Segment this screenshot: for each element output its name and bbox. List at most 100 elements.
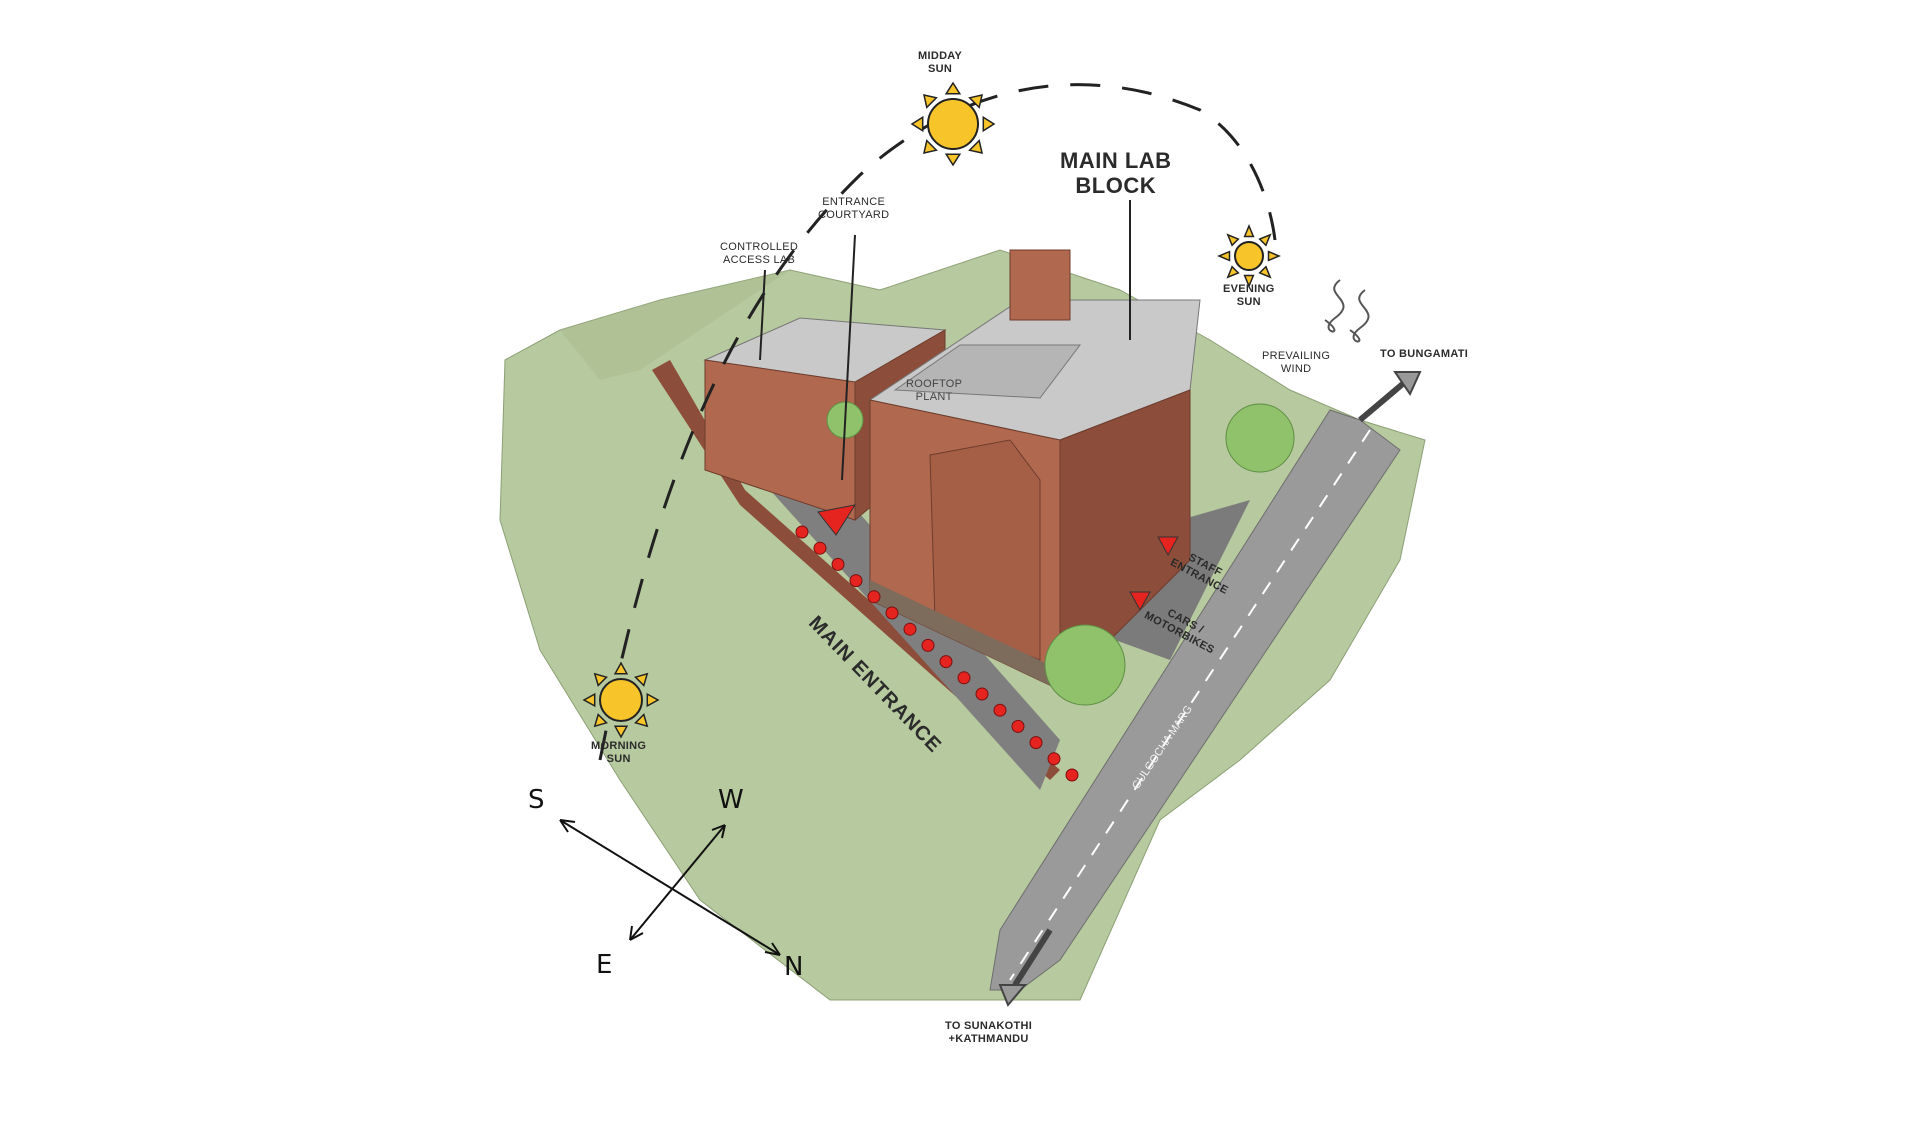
- midday-sun-label: MIDDAY SUN: [918, 50, 962, 75]
- route-marker: [903, 622, 917, 636]
- controlled-access-label-line1: CONTROLLED: [720, 241, 799, 253]
- rooftop-plant-label: ROOFTOP PLANT: [906, 378, 962, 403]
- tree: [1225, 403, 1295, 473]
- entrance-route-markers: [795, 525, 1079, 782]
- sun-ray: [634, 713, 649, 728]
- sun-ray: [634, 672, 649, 687]
- sun-ray: [968, 94, 983, 109]
- stone-base: [870, 580, 1060, 690]
- rooftop-plant: [893, 344, 1082, 399]
- route-marker: [957, 671, 971, 685]
- sun-ray: [646, 692, 660, 708]
- sun-ray: [1258, 265, 1272, 279]
- sun-disc: [927, 98, 979, 150]
- evening-sun-label-line1: EVENING: [1223, 283, 1275, 295]
- route-marker: [993, 703, 1007, 717]
- route-marker: [921, 638, 935, 652]
- compass-w: W: [718, 785, 744, 815]
- entrance-courtyard-label: ENTRANCE COURTYARD: [818, 196, 889, 221]
- evening-sun-label: EVENING SUN: [1223, 283, 1275, 308]
- main-lab-label-line2: BLOCK: [1075, 173, 1157, 199]
- wind-label-line1: PREVAILING: [1262, 350, 1331, 362]
- main-lab-block: [868, 249, 1201, 692]
- tree: [1044, 624, 1126, 706]
- sun-ray: [923, 94, 938, 109]
- arrow-to-sunakothi-head: [998, 984, 1028, 1007]
- sun-ray: [1217, 250, 1231, 262]
- route-marker: [975, 687, 989, 701]
- route-marker: [849, 574, 863, 588]
- sun-ray: [944, 153, 962, 167]
- midday-sun-label-line1: MIDDAY: [918, 50, 963, 62]
- morning-sun-label: MORNING SUN: [591, 740, 646, 765]
- sun-ray: [923, 139, 938, 154]
- lab1-side: [1059, 389, 1191, 692]
- compass-e: E: [596, 950, 613, 980]
- arrow-to-bungamati: [1358, 379, 1407, 423]
- entrance-tower: [929, 439, 1041, 661]
- staff-entry-marker: [1157, 536, 1179, 557]
- leader-courtyard: [841, 234, 856, 481]
- courtyard-label-line2: COURTYARD: [818, 208, 890, 221]
- to-sunakothi-label-line2: +KATHMANDU: [948, 1032, 1029, 1045]
- car-entry-marker: [1129, 591, 1151, 612]
- main-lab-label-line1: MAIN LAB: [1060, 148, 1172, 173]
- sun-disc: [599, 678, 643, 722]
- sun-ray: [982, 115, 996, 133]
- sun-ray: [944, 81, 962, 95]
- rooftop-plant-label-line2: PLANT: [915, 390, 953, 403]
- compass-rose: [559, 819, 781, 956]
- sun-ray: [1267, 250, 1281, 262]
- midday-sun: [910, 81, 996, 167]
- to-bungamati-label: TO BUNGAMATI: [1380, 348, 1469, 360]
- wind-label-line2: WIND: [1280, 362, 1312, 375]
- arrow-to-bungamati-head: [1393, 371, 1422, 397]
- route-marker: [813, 541, 827, 555]
- sun-ray: [1243, 274, 1255, 288]
- to-sunakothi-label: TO SUNAKOTHI +KATHMANDU: [945, 1020, 1032, 1045]
- route-marker: [1065, 768, 1079, 782]
- compass-n: N: [784, 952, 804, 982]
- to-sunakothi-label-line1: TO SUNAKOTHI: [945, 1020, 1033, 1032]
- wind-arrow: [1324, 279, 1345, 333]
- route-marker: [1011, 719, 1025, 733]
- sun-disc: [1234, 241, 1264, 271]
- rooftop-plant-label-line1: ROOFTOP: [906, 378, 963, 390]
- route-marker: [885, 606, 899, 620]
- controlled-access-lab-label: CONTROLLED ACCESS LAB: [720, 241, 798, 266]
- sun-ray: [1243, 224, 1255, 238]
- sun-ray: [910, 115, 924, 133]
- main-lab-block-label: MAIN LAB BLOCK: [1060, 148, 1172, 199]
- route-marker: [867, 590, 881, 604]
- route-marker: [939, 655, 953, 669]
- sun-ray: [1226, 265, 1240, 279]
- courtyard-label-line1: ENTRANCE: [822, 196, 886, 208]
- arrow-to-sunakothi: [1012, 928, 1053, 987]
- route-marker: [1047, 752, 1061, 766]
- sun-ray: [968, 139, 983, 154]
- compass-s: S: [528, 785, 545, 815]
- sun-ray: [593, 672, 608, 687]
- route-marker: [831, 557, 845, 571]
- sun-path: [598, 83, 1277, 761]
- sun-ray: [593, 713, 608, 728]
- road-centerline: [1009, 429, 1371, 981]
- midday-sun-label-line2: SUN: [928, 62, 953, 75]
- prevailing-wind-label: PREVAILING WIND: [1262, 350, 1330, 375]
- morning-sun: [582, 661, 660, 739]
- evening-sun-label-line2: SUN: [1236, 295, 1261, 308]
- sun-ray: [613, 725, 629, 739]
- leader-controlled-access: [759, 269, 766, 361]
- entrance-path: [770, 480, 1060, 790]
- controlled-access-label-line2: ACCESS LAB: [723, 253, 796, 266]
- route-marker: [1029, 736, 1043, 750]
- morning-sun-label-line1: MORNING: [591, 740, 647, 752]
- sun-ray: [613, 661, 629, 675]
- sun-ray: [582, 692, 596, 708]
- route-marker: [795, 525, 809, 539]
- sun-ray: [1258, 233, 1272, 247]
- stair-tower: [1009, 249, 1071, 321]
- morning-sun-label-line2: SUN: [606, 752, 631, 765]
